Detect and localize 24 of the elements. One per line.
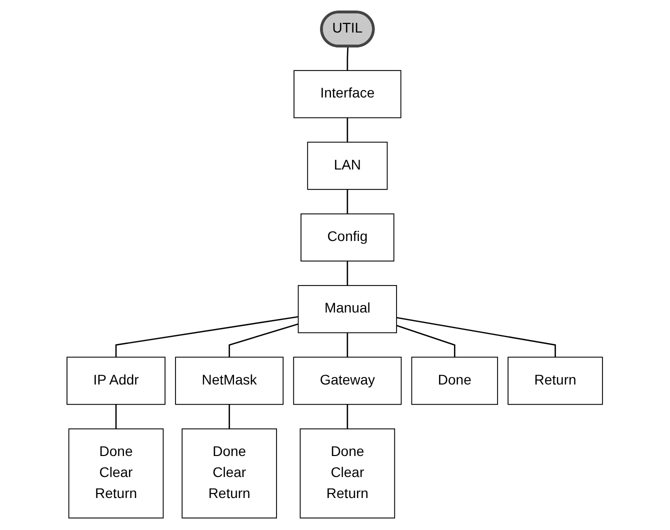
- connector: [228, 404, 230, 429]
- node-box: NetMask: [175, 356, 284, 405]
- connector: [116, 404, 117, 429]
- connector: [396, 316, 556, 358]
- node-box: Done Clear Return: [182, 428, 278, 518]
- connector: [347, 332, 348, 358]
- node-box: LAN: [307, 142, 388, 190]
- connector: [347, 261, 348, 286]
- node-box: Interface: [294, 70, 402, 118]
- connector: [347, 118, 348, 142]
- connector: [116, 316, 299, 358]
- connector: [347, 46, 349, 71]
- connector: [347, 189, 348, 214]
- node-box: Gateway: [293, 356, 402, 405]
- node-box: Done Clear Return: [68, 428, 164, 518]
- node-box: Config: [300, 213, 395, 262]
- node-box: Manual: [298, 285, 398, 334]
- node-box: Done Clear Return: [300, 428, 396, 518]
- node-box: Done: [412, 356, 498, 405]
- connector: [396, 324, 456, 358]
- node-box: IP Addr: [66, 356, 166, 405]
- connector: [228, 323, 299, 358]
- connector: [347, 404, 348, 429]
- node-box: Return: [508, 356, 604, 405]
